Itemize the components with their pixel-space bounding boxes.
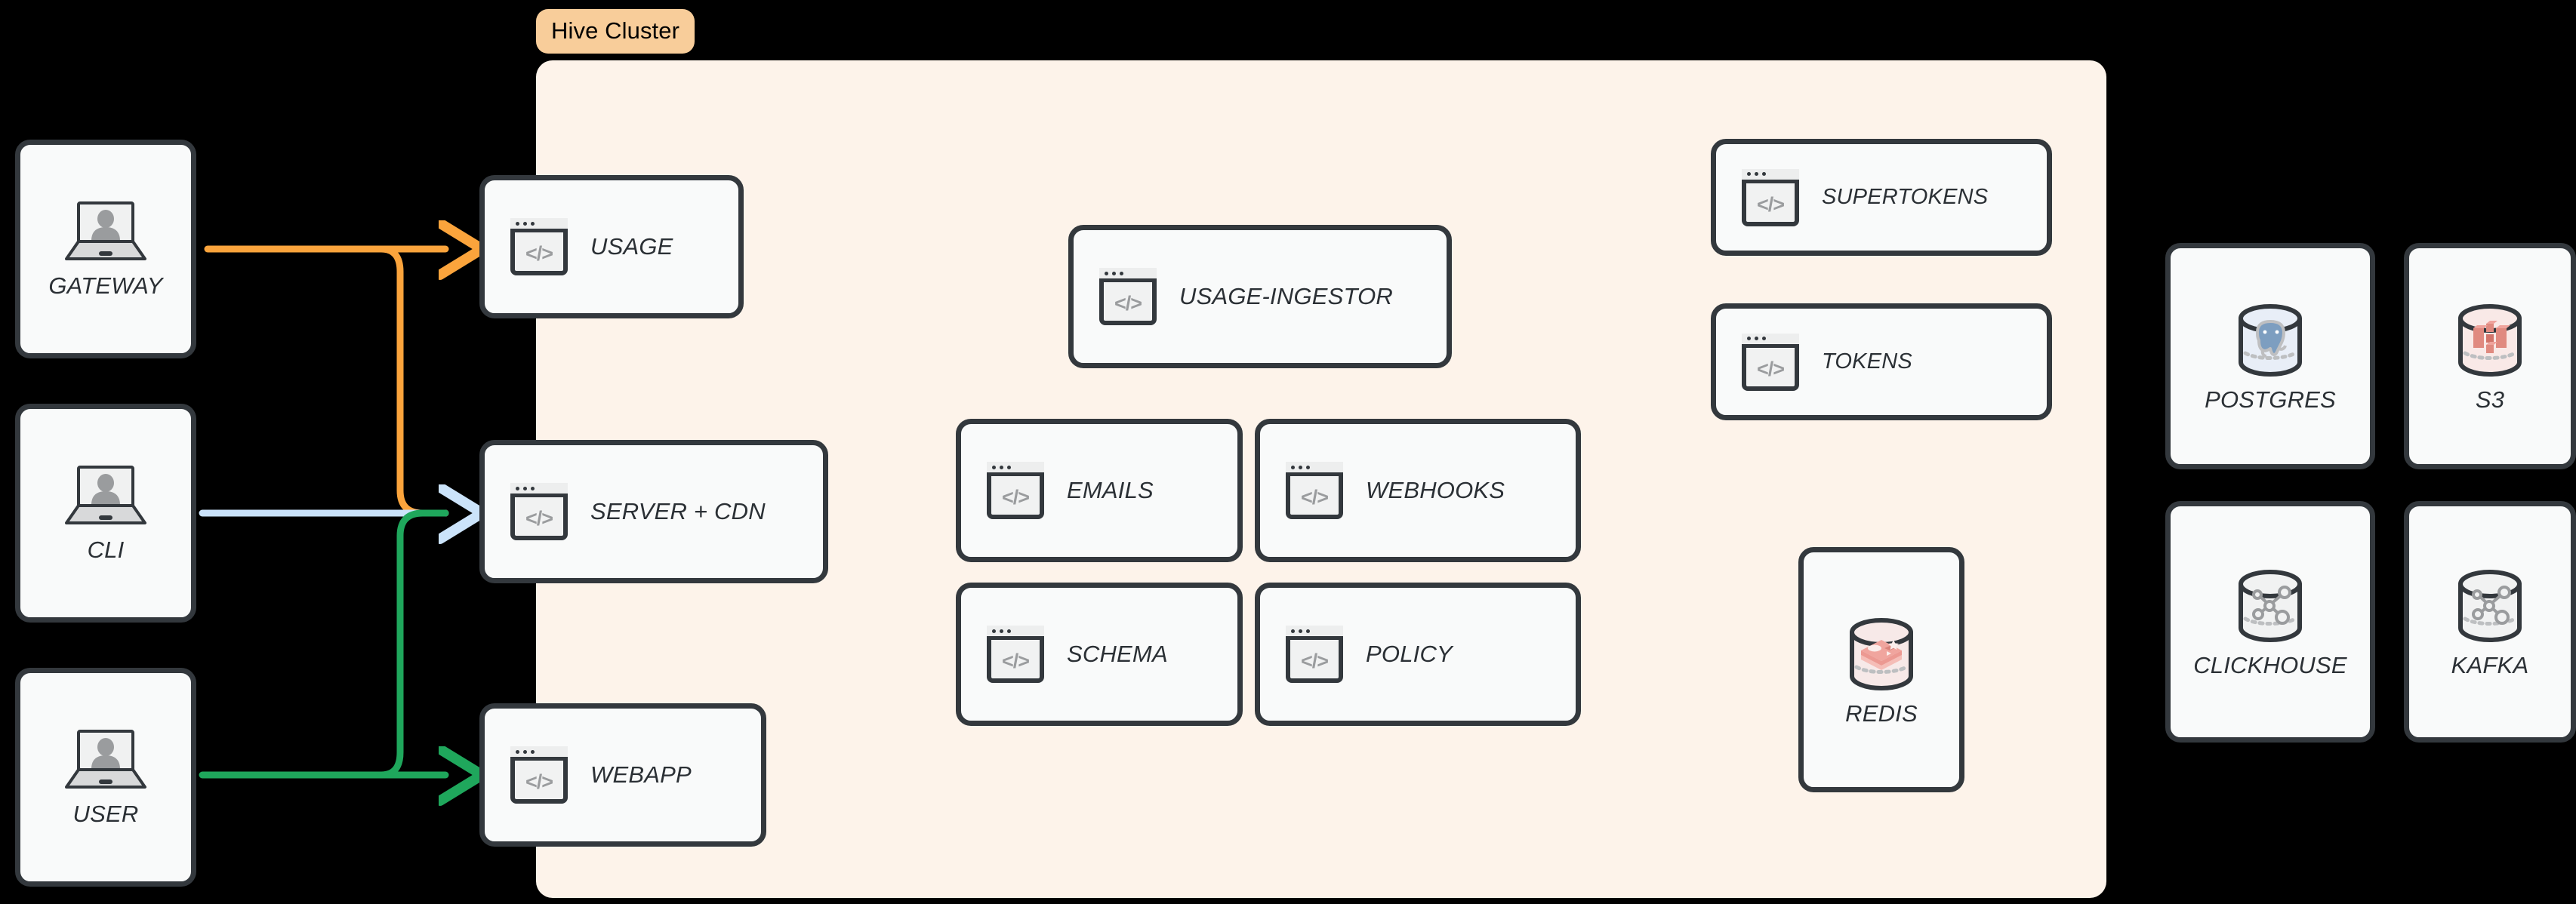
service-label: WEBAPP <box>590 761 692 788</box>
code-window-icon: </> <box>1286 626 1343 683</box>
laptop-user-icon <box>60 463 151 529</box>
service-card-server-cdn[interactable]: </> SERVER + CDN <box>479 440 828 583</box>
code-window-icon: </> <box>510 218 568 275</box>
actor-label: USER <box>72 801 139 827</box>
store-card-clickhouse[interactable]: CLICKHOUSE <box>2165 501 2375 743</box>
service-card-emails[interactable]: </> EMAILS <box>956 419 1243 562</box>
network-database-icon <box>2448 564 2531 647</box>
store-card-kafka[interactable]: KAFKA <box>2404 501 2576 743</box>
code-window-icon: </> <box>510 746 568 804</box>
s3-database-icon <box>2448 299 2531 382</box>
actor-label: GATEWAY <box>48 272 163 299</box>
service-card-supertokens[interactable]: </> SUPERTOKENS <box>1711 139 2052 256</box>
hive-cluster-label: Hive Cluster <box>536 9 695 54</box>
code-window-icon: </> <box>1742 168 1799 226</box>
service-card-usage[interactable]: </> USAGE <box>479 175 744 318</box>
store-label: REDIS <box>1845 700 1918 727</box>
laptop-user-icon <box>60 727 151 793</box>
service-card-policy[interactable]: </> POLICY <box>1255 583 1581 726</box>
service-label: EMAILS <box>1067 477 1154 503</box>
actor-card-gateway[interactable]: GATEWAY <box>15 140 196 358</box>
laptop-user-icon <box>60 198 151 265</box>
service-label: POLICY <box>1366 641 1453 667</box>
store-card-s3[interactable]: S3 <box>2404 243 2576 469</box>
store-label: CLICKHOUSE <box>2193 652 2347 678</box>
service-label: SUPERTOKENS <box>1822 185 1989 209</box>
service-card-schema[interactable]: </> SCHEMA <box>956 583 1243 726</box>
network-database-icon <box>2229 564 2312 647</box>
actor-card-user[interactable]: USER <box>15 668 196 887</box>
actor-card-cli[interactable]: CLI <box>15 404 196 623</box>
service-card-webhooks[interactable]: </> WEBHOOKS <box>1255 419 1581 562</box>
store-card-postgres[interactable]: POSTGRES <box>2165 243 2375 469</box>
code-window-icon: </> <box>987 462 1044 519</box>
code-window-icon: </> <box>987 626 1044 683</box>
service-card-webapp[interactable]: </> WEBAPP <box>479 703 766 847</box>
service-card-usage-ingestor[interactable]: </> USAGE-INGESTOR <box>1068 225 1452 368</box>
service-label: USAGE-INGESTOR <box>1179 283 1393 309</box>
store-label: KAFKA <box>2451 652 2529 678</box>
service-label: SERVER + CDN <box>590 498 766 524</box>
redis-database-icon <box>1840 613 1923 696</box>
code-window-icon: </> <box>510 483 568 540</box>
code-window-icon: </> <box>1742 333 1799 391</box>
actor-label: CLI <box>87 537 125 563</box>
service-label: TOKENS <box>1822 349 1912 374</box>
service-label: SCHEMA <box>1067 641 1168 667</box>
service-card-tokens[interactable]: </> TOKENS <box>1711 303 2052 420</box>
store-label: POSTGRES <box>2205 386 2336 413</box>
code-window-icon: </> <box>1099 268 1157 325</box>
service-label: WEBHOOKS <box>1366 477 1505 503</box>
store-card-redis[interactable]: REDIS <box>1798 547 1964 792</box>
service-label: USAGE <box>590 233 673 260</box>
store-label: S3 <box>2475 386 2505 413</box>
postgres-database-icon <box>2229 299 2312 382</box>
code-window-icon: </> <box>1286 462 1343 519</box>
